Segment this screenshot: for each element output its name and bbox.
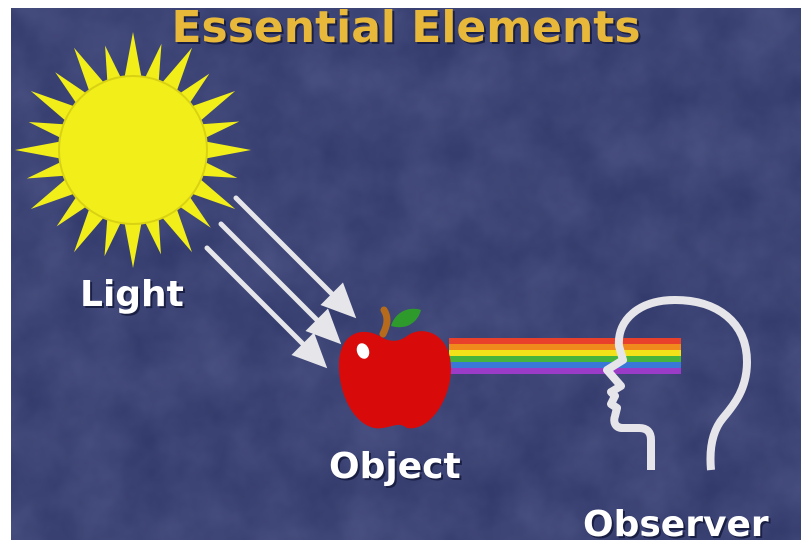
light-ray-arrow-icon xyxy=(204,195,357,369)
spectrum-beam xyxy=(449,338,681,374)
sun-icon xyxy=(15,32,251,268)
light-label: Light xyxy=(80,274,184,315)
object-label: Object xyxy=(329,446,461,487)
diagram-art xyxy=(15,32,751,471)
apple-icon xyxy=(338,306,451,429)
observer-label: Observer xyxy=(583,504,769,540)
page-title: Essential Elements xyxy=(171,8,641,53)
diagram-slide: Essential Elements xyxy=(11,8,801,540)
head-profile-icon xyxy=(603,296,751,471)
